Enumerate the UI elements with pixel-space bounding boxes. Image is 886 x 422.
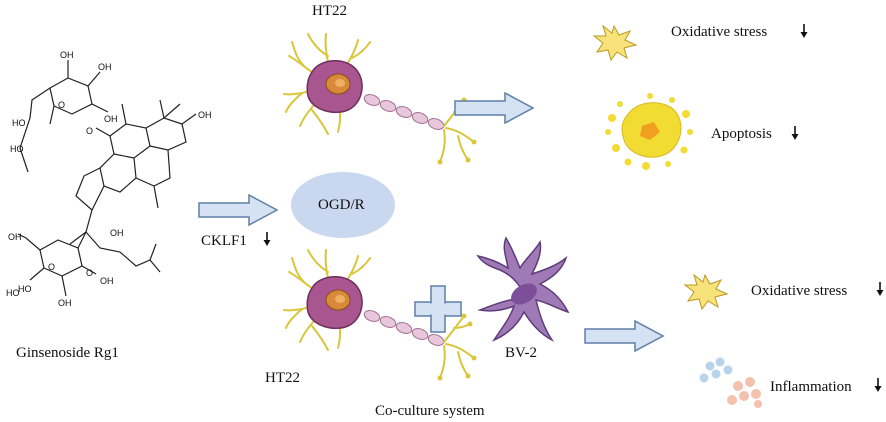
svg-text:OH: OH — [198, 110, 212, 120]
svg-text:O: O — [86, 268, 93, 278]
arrow-right-icon — [198, 194, 278, 226]
cytokine-dots-icon — [699, 357, 762, 408]
arrow-right-icon — [454, 92, 534, 124]
svg-text:HO: HO — [10, 144, 24, 154]
arrow-right-icon — [584, 320, 664, 352]
treatment-ogdr-label: OGD/R — [318, 197, 365, 213]
microglia-bv2-icon — [476, 236, 570, 342]
svg-text:OH: OH — [58, 298, 72, 308]
microglia-bv2-label: BV-2 — [505, 345, 537, 361]
neuron-top-icon — [283, 33, 478, 166]
svg-text:HO: HO — [12, 118, 26, 128]
svg-text:HO: HO — [6, 288, 20, 298]
svg-text:O: O — [58, 100, 65, 110]
decrease-arrow-icon — [799, 23, 809, 39]
svg-text:O: O — [86, 126, 93, 136]
svg-text:OH: OH — [8, 232, 22, 242]
apoptotic-cell-icon — [605, 93, 693, 170]
ogdr-ellipse — [291, 172, 395, 238]
top-cell-line-label: HT22 — [312, 3, 347, 19]
svg-text:OH: OH — [60, 50, 74, 60]
svg-text:HO: HO — [18, 284, 32, 294]
outcome-bottom-oxidative-stress-label: Oxidative stress — [751, 283, 848, 299]
ginsenoside-rg1-structure: OH OH OH HO HO O O OH OH OH O O HO OH OH… — [6, 50, 212, 308]
bottom-cell-line-label: HT22 — [265, 370, 300, 386]
decrease-arrow-icon — [262, 231, 272, 247]
plus-icon — [414, 285, 462, 333]
outcome-top-apoptosis-label: Apoptosis — [711, 126, 772, 142]
svg-text:OH: OH — [100, 276, 114, 286]
starburst-icon — [593, 25, 637, 61]
svg-text:OH: OH — [98, 62, 112, 72]
svg-text:OH: OH — [104, 114, 118, 124]
outcome-top-oxidative-stress-label: Oxidative stress — [671, 24, 768, 40]
decrease-arrow-icon — [875, 281, 885, 297]
co-culture-system-label: Co-culture system — [375, 403, 485, 419]
svg-text:O: O — [48, 262, 55, 272]
mediator-cklf1-label: CKLF1 — [201, 233, 247, 249]
svg-text:OH: OH — [110, 228, 124, 238]
starburst-icon — [684, 274, 728, 310]
decrease-arrow-icon — [790, 125, 800, 141]
decrease-arrow-icon — [873, 377, 883, 393]
outcome-bottom-inflammation-label: Inflammation — [770, 379, 852, 395]
compound-name-label: Ginsenoside Rg1 — [16, 345, 119, 361]
